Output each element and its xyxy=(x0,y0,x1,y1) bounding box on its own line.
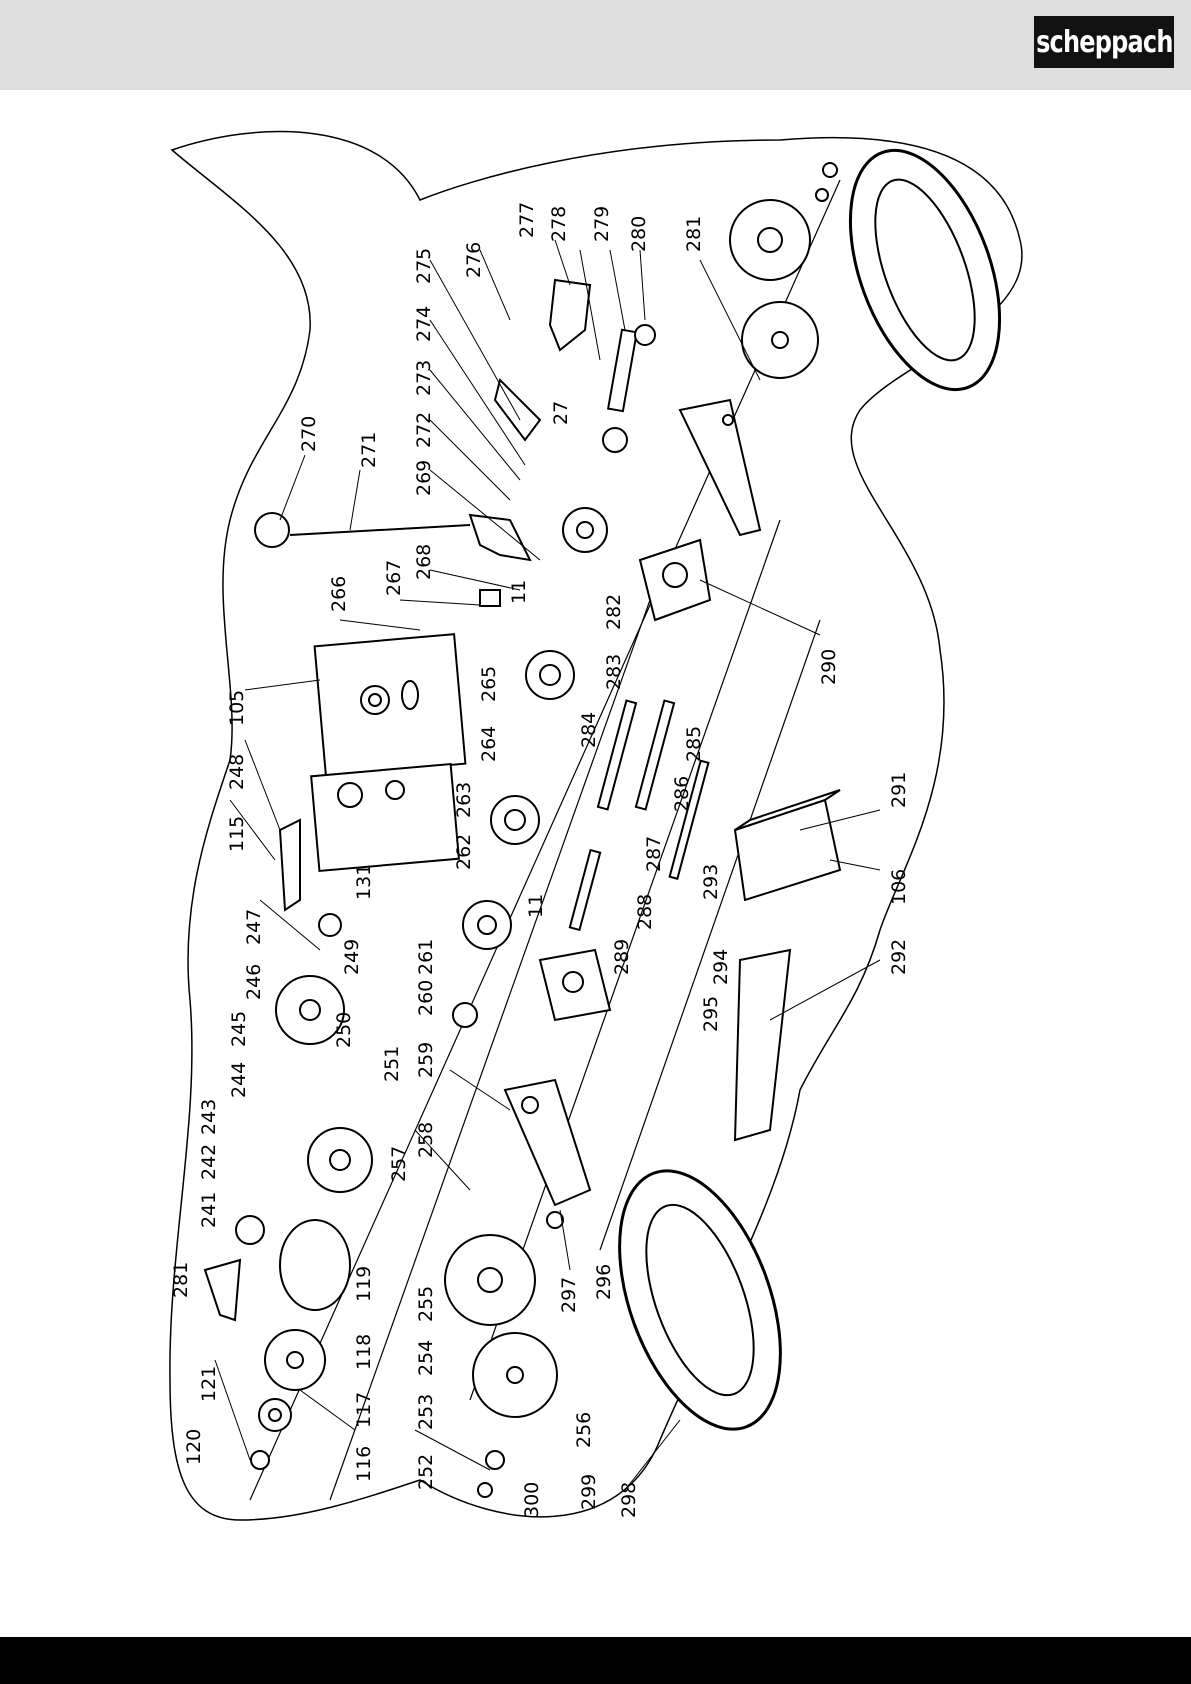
part-label: 289 xyxy=(611,939,633,975)
part-label: 297 xyxy=(558,1277,580,1313)
part-label: 121 xyxy=(198,1366,220,1402)
part-label: 241 xyxy=(198,1192,220,1228)
brand-logo: scheppach xyxy=(1034,16,1174,68)
part-label: 11 xyxy=(508,580,530,604)
part-label: 27 xyxy=(550,401,572,425)
part-label: 288 xyxy=(634,894,656,930)
leader-lines xyxy=(214,239,881,1491)
part-label: 284 xyxy=(578,712,600,748)
footer-band xyxy=(0,1637,1191,1684)
part-label: 285 xyxy=(683,726,705,762)
part-label: 117 xyxy=(353,1392,375,1428)
part-label: 257 xyxy=(388,1146,410,1182)
part-label: 276 xyxy=(463,242,485,278)
lower-wheel-hubs xyxy=(444,1211,564,1498)
lower-track xyxy=(618,1169,782,1431)
part-label: 258 xyxy=(415,1122,437,1158)
part-label: 273 xyxy=(413,360,435,396)
part-label: 259 xyxy=(415,1042,437,1078)
part-label: 255 xyxy=(415,1286,437,1322)
part-label: 296 xyxy=(593,1264,615,1300)
part-label: 254 xyxy=(415,1340,437,1376)
part-label: 265 xyxy=(478,666,500,702)
part-label: 282 xyxy=(603,594,625,630)
bracket-259 xyxy=(503,1078,592,1207)
brand-logo-text: scheppach xyxy=(1035,24,1173,60)
gearbox-housing xyxy=(310,633,467,873)
right-swing-arm xyxy=(678,398,762,537)
part-label: 283 xyxy=(603,654,625,690)
part-label: 293 xyxy=(700,864,722,900)
chute-cover-291 xyxy=(733,789,842,902)
part-label: 264 xyxy=(478,726,500,762)
part-label: 119 xyxy=(353,1266,375,1302)
bracket-289 xyxy=(538,948,612,1022)
part-label: 246 xyxy=(243,964,265,1000)
part-label: 271 xyxy=(358,432,380,468)
part-label: 267 xyxy=(383,560,405,596)
part-number-labels: 270 271 276 275 274 273 272 269 277 278 … xyxy=(170,202,910,1518)
part-label: 269 xyxy=(413,460,435,496)
bracket-290 xyxy=(638,538,712,622)
part-label: 290 xyxy=(818,649,840,685)
part-label: 120 xyxy=(183,1429,205,1465)
part-label: 118 xyxy=(353,1334,375,1370)
part-label: 274 xyxy=(413,306,435,342)
part-label: 263 xyxy=(453,782,475,818)
part-label: 279 xyxy=(591,206,613,242)
part-label: 245 xyxy=(228,1011,250,1047)
part-label: 300 xyxy=(521,1482,543,1518)
part-label: 131 xyxy=(353,864,375,900)
part-label: 268 xyxy=(413,544,435,580)
part-label: 250 xyxy=(333,1012,355,1048)
part-label: 262 xyxy=(453,834,475,870)
header-band: scheppach xyxy=(0,0,1191,90)
part-label: 115 xyxy=(226,816,248,852)
part-label: 270 xyxy=(298,416,320,452)
part-label: 252 xyxy=(415,1454,437,1490)
part-label: 286 xyxy=(671,776,693,812)
part-label: 287 xyxy=(643,836,665,872)
center-shafts xyxy=(568,699,710,932)
part-label: 248 xyxy=(226,754,248,790)
part-label: 281 xyxy=(170,1262,192,1298)
part-label: 251 xyxy=(381,1046,403,1082)
part-label: 11 xyxy=(525,894,547,918)
part-label: 106 xyxy=(888,869,910,905)
part-label: 294 xyxy=(710,949,732,985)
part-label: 249 xyxy=(341,939,363,975)
blade-292 xyxy=(733,948,792,1142)
upper-track xyxy=(848,148,1002,392)
part-label: 280 xyxy=(628,216,650,252)
part-label: 292 xyxy=(888,939,910,975)
part-label: 298 xyxy=(618,1482,640,1518)
part-label: 243 xyxy=(198,1099,220,1135)
part-label: 291 xyxy=(888,772,910,808)
part-label: 295 xyxy=(700,996,722,1032)
part-label: 281 xyxy=(683,216,705,252)
part-label: 116 xyxy=(353,1446,375,1482)
part-label: 277 xyxy=(516,202,538,238)
part-label: 278 xyxy=(548,206,570,242)
part-label: 105 xyxy=(226,690,248,726)
part-label: 256 xyxy=(573,1412,595,1448)
center-gear-discs xyxy=(452,507,608,1028)
part-label: 242 xyxy=(198,1144,220,1180)
shift-lever-assembly xyxy=(254,512,532,607)
part-label: 247 xyxy=(243,909,265,945)
part-label: 266 xyxy=(328,576,350,612)
part-label: 253 xyxy=(415,1394,437,1430)
linkage-bracket xyxy=(493,278,656,453)
part-label: 244 xyxy=(228,1062,250,1098)
part-label: 260 xyxy=(415,980,437,1016)
left-gear-stack xyxy=(203,818,373,1470)
upper-right-wheel-hubs xyxy=(729,162,838,379)
part-label: 299 xyxy=(578,1474,600,1510)
part-label: 275 xyxy=(413,248,435,284)
exploded-parts-diagram: 270 271 276 275 274 273 272 269 277 278 … xyxy=(169,130,1023,1521)
part-label: 272 xyxy=(413,412,435,448)
part-label: 261 xyxy=(415,939,437,975)
